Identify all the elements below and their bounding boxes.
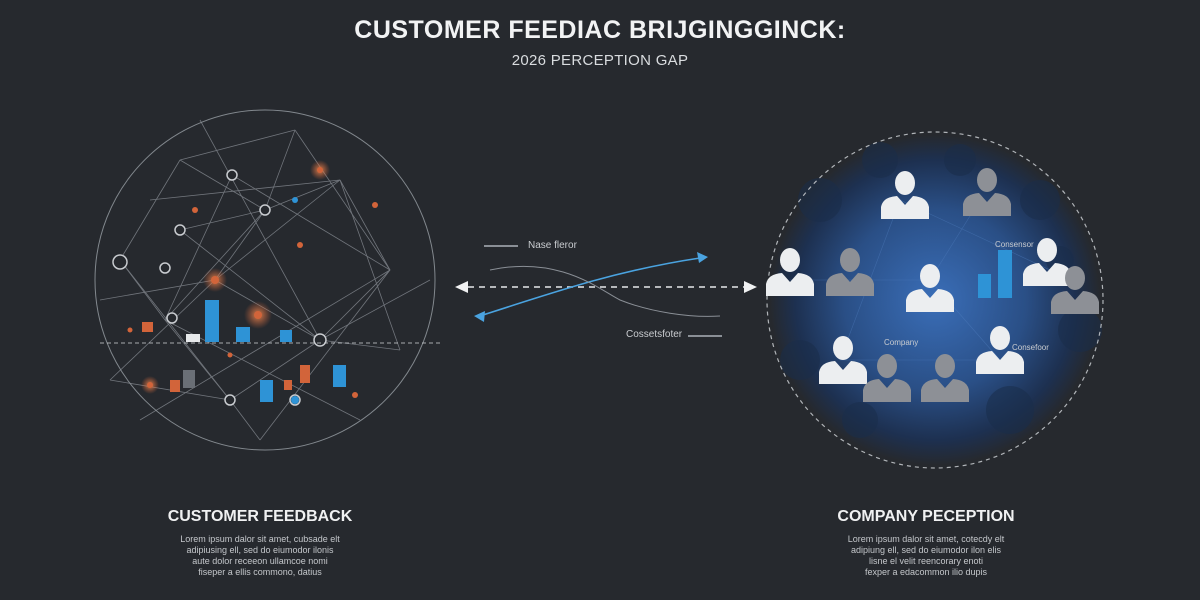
person-icon <box>1023 238 1071 286</box>
page-title: CUSTOMER FEEDIAC BRIJGINGGINCK: <box>354 16 846 44</box>
person-icon <box>819 336 867 384</box>
bar-chart-icon <box>978 250 1012 298</box>
sphere-label-mid: Company <box>884 338 919 347</box>
bar-chart-icon <box>100 300 440 402</box>
person-icon <box>881 171 929 219</box>
person-icon <box>963 168 1011 216</box>
person-icon <box>1051 266 1099 314</box>
bridge-top-label: Nase fleror <box>528 240 577 251</box>
people-group <box>766 168 1099 402</box>
customer-feedback-body: Lorem ipsum dalor sit amet, cubsade elt … <box>180 534 340 577</box>
person-icon <box>826 248 874 296</box>
bridge-bottom-label: Cossetsfoter <box>626 329 683 340</box>
company-perception-title: COMPANY PECEPTION <box>837 508 1015 525</box>
person-icon <box>766 248 814 296</box>
person-icon <box>906 264 954 312</box>
person-icon <box>976 326 1024 374</box>
customer-feedback-title: CUSTOMER FEEDBACK <box>167 508 353 525</box>
company-perception-body: Lorem ipsum dalor sit amet, cotecdy elt … <box>847 534 1005 577</box>
person-icon <box>921 354 969 402</box>
page-subtitle: 2026 PERCEPTION GAP <box>511 52 689 69</box>
double-arrow-icon <box>455 245 757 337</box>
sphere-label-top: Consensor <box>995 240 1034 249</box>
person-icon <box>863 354 911 402</box>
sphere-label-right: Consefoor <box>1012 343 1049 352</box>
